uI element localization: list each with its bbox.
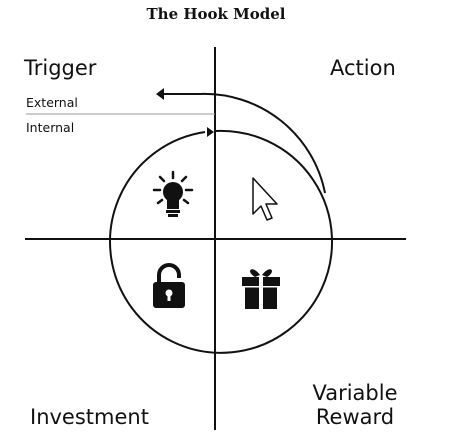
variable-reward-line-2: Reward [315, 405, 395, 429]
external-trigger-label: External [26, 95, 78, 110]
diagram-title: The Hook Model [146, 5, 286, 23]
external-trigger-arrowhead [156, 88, 164, 100]
variable-reward-label: Variable Reward [300, 381, 410, 429]
action-label: Action [330, 56, 396, 80]
variable-reward-line-1: Variable [312, 381, 398, 405]
external-trigger-arc [164, 92, 326, 194]
internal-trigger-arrowhead [207, 127, 214, 137]
padlock-icon [153, 263, 185, 308]
investment-label: Investment [30, 405, 149, 429]
lightbulb-icon [152, 170, 194, 217]
internal-trigger-label: Internal [26, 120, 75, 135]
cursor-arrow-icon [252, 177, 278, 221]
trigger-label: Trigger [24, 56, 97, 80]
hook-loop-circle [109, 129, 334, 354]
gift-icon [242, 269, 280, 309]
